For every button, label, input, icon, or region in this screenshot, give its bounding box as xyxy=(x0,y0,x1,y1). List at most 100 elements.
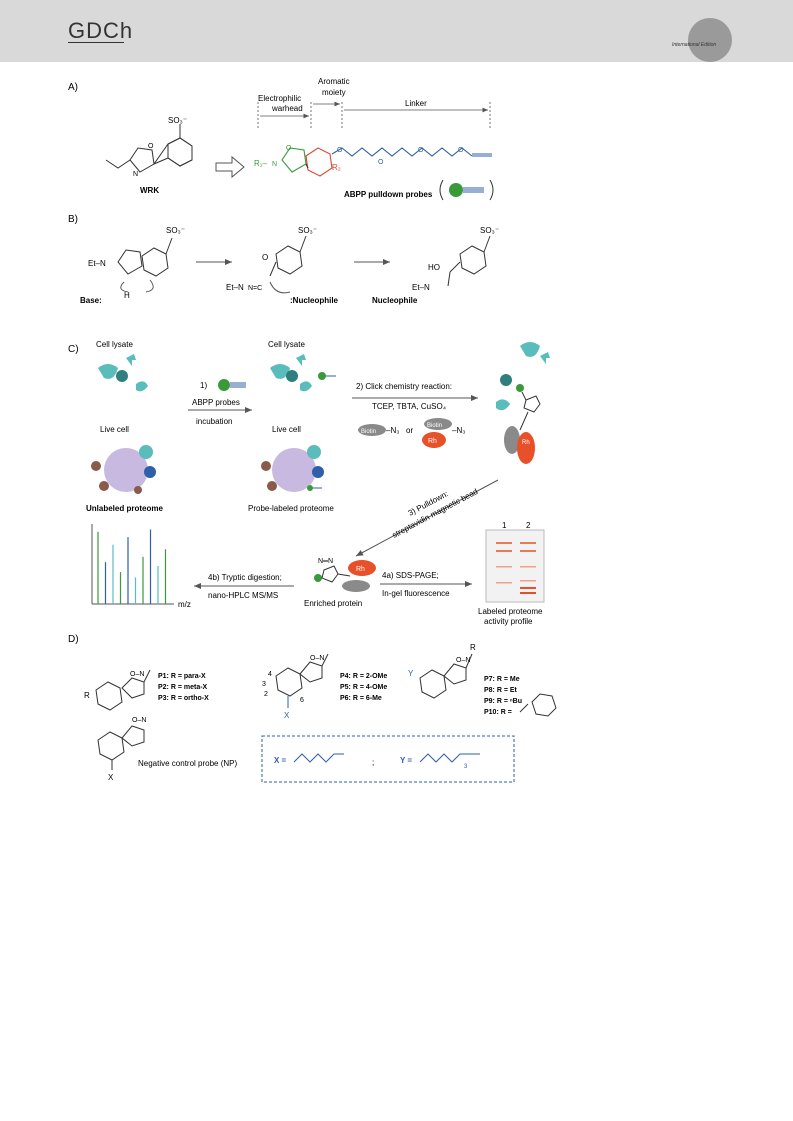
biotin-text-1: Biotin xyxy=(361,429,376,435)
mech-structure-3 xyxy=(447,235,491,287)
mass-spectrum xyxy=(91,524,174,605)
mech3-etn: Et–N xyxy=(412,283,430,292)
unlabeled-label: Unlabeled proteome xyxy=(86,504,163,513)
def-sep: ; xyxy=(372,758,374,767)
step4a-line2: In-gel fluorescence xyxy=(382,589,450,598)
step1-num: 1) xyxy=(200,381,207,390)
svg-text:O: O xyxy=(418,147,424,154)
probe-icon xyxy=(439,179,494,201)
ring-n3: 3 xyxy=(262,681,266,688)
wrk-structure xyxy=(105,124,193,173)
d3-on: O–N xyxy=(456,657,470,664)
substituent-box xyxy=(261,735,515,783)
gdch-logo: GDCh xyxy=(68,18,134,43)
d-p5: P5: R = 4-OMe xyxy=(340,684,387,691)
lysate-proteins-1 xyxy=(98,354,148,392)
bracket-dashes xyxy=(257,102,491,130)
panel-label-d: D) xyxy=(68,634,79,645)
mech2-nucleophile: :Nucleophile xyxy=(290,296,339,305)
lysate-label-2: Cell lysate xyxy=(268,340,305,349)
step4a-line1: 4a) SDS-PAGE; xyxy=(382,571,439,580)
mech1-base: Base: xyxy=(80,296,102,305)
figure: A) N O SO₃⁻ WRK Electrophilic warhead Ar… xyxy=(68,77,557,783)
mech1-so3: SO₃⁻ xyxy=(166,226,185,235)
d-structure-3 xyxy=(419,653,473,699)
live-cell-1 xyxy=(91,445,156,494)
wrk-o-label: O xyxy=(148,143,154,150)
step4b-line2: nano-HPLC MS/MS xyxy=(208,591,278,600)
wrk-so3: SO₃⁻ xyxy=(168,116,187,125)
mech2-so3: SO₃⁻ xyxy=(298,226,317,235)
ring-n6: 6 xyxy=(300,697,304,704)
bracket-arrows xyxy=(260,101,488,119)
step2-line1: 2) Click chemistry reaction: xyxy=(356,382,452,391)
edition-text: International Edition xyxy=(672,42,717,48)
mz-label: m/z xyxy=(178,600,191,609)
biotin-tag-2 xyxy=(424,418,452,430)
biotin-text-2: Biotin xyxy=(427,423,442,429)
mech1-etn: Et–N xyxy=(88,259,106,268)
biotin-tag-1 xyxy=(358,424,386,436)
transform-arrow xyxy=(215,155,245,179)
ring-n4: 4 xyxy=(268,671,272,678)
panel-label-a: A) xyxy=(68,82,78,93)
np-label: Negative control probe (NP) xyxy=(138,759,237,768)
d-p8: P8: R = Et xyxy=(484,687,518,694)
np-on: O–N xyxy=(132,717,146,724)
ring-n2: 2 xyxy=(264,691,268,698)
rh-text-3: Rh xyxy=(356,566,365,573)
step4b-line1: 4b) Tryptic digestion; xyxy=(208,573,282,582)
probe-r2: R₂ xyxy=(332,163,341,172)
or-text: or xyxy=(406,426,413,435)
y-chain xyxy=(419,753,480,763)
d-p7: P7: R = Me xyxy=(484,676,520,683)
step1-line2: ABPP probes xyxy=(192,398,240,407)
d2-x: X xyxy=(284,711,290,720)
step3-arrow xyxy=(355,479,499,557)
journal-header: GDCh International Edition xyxy=(0,0,793,62)
mech2-nc: N=C xyxy=(248,285,262,292)
probes-label: ABPP pulldown probes xyxy=(344,190,433,199)
x-def: X = xyxy=(274,756,287,765)
step1-probe-dot xyxy=(218,379,230,391)
lysate-label-1: Cell lysate xyxy=(96,340,133,349)
mech3-ho: HO xyxy=(428,263,440,272)
probe-structure xyxy=(281,147,492,177)
d-structure-2 xyxy=(275,653,329,708)
live-cell-label-2: Live cell xyxy=(272,425,301,434)
probe-o: O xyxy=(286,145,292,152)
cyclohexyl xyxy=(519,693,557,717)
wrk-label: WRK xyxy=(140,186,159,195)
enriched-label: Enriched protein xyxy=(304,599,362,608)
y-def: Y = xyxy=(400,756,412,765)
sds-gel xyxy=(485,529,545,603)
d-p1: P1: R = para-X xyxy=(158,673,206,680)
d1-r: R xyxy=(84,691,90,700)
mech1-h: H xyxy=(124,291,130,300)
bracket-warhead-1: Electrophilic xyxy=(258,94,301,103)
step2-line2: TCEP, TBTA, CuSO₄ xyxy=(372,402,446,411)
spectrum-peaks xyxy=(97,529,167,604)
mech2-etn: Et–N xyxy=(226,283,244,292)
d1-on: O–N xyxy=(130,671,144,678)
rh-text-2: Rh xyxy=(522,440,530,446)
np-x: X xyxy=(108,773,114,782)
logo-underline xyxy=(68,42,124,43)
mech-structure-2 xyxy=(269,235,307,294)
d3-r: R xyxy=(470,643,476,652)
probe-r1: R₁– xyxy=(254,159,267,168)
bracket-aromatic-1: Aromatic xyxy=(318,77,350,86)
mech3-nucleophile: Nucleophile xyxy=(372,296,418,305)
np-structure xyxy=(97,725,145,770)
d-p10: P10: R = xyxy=(484,709,512,716)
y-sub3: 3 xyxy=(464,764,468,770)
wrk-n-label: N xyxy=(133,171,138,178)
edition-badge xyxy=(688,18,732,62)
triazole-label: N═N xyxy=(318,558,333,565)
svg-text:O: O xyxy=(337,147,343,154)
step1-probe-tail xyxy=(230,382,246,388)
step1-line3: incubation xyxy=(196,417,232,426)
d-p9: P9: R = ⁿBu xyxy=(484,698,522,705)
lane-2: 2 xyxy=(526,521,531,530)
